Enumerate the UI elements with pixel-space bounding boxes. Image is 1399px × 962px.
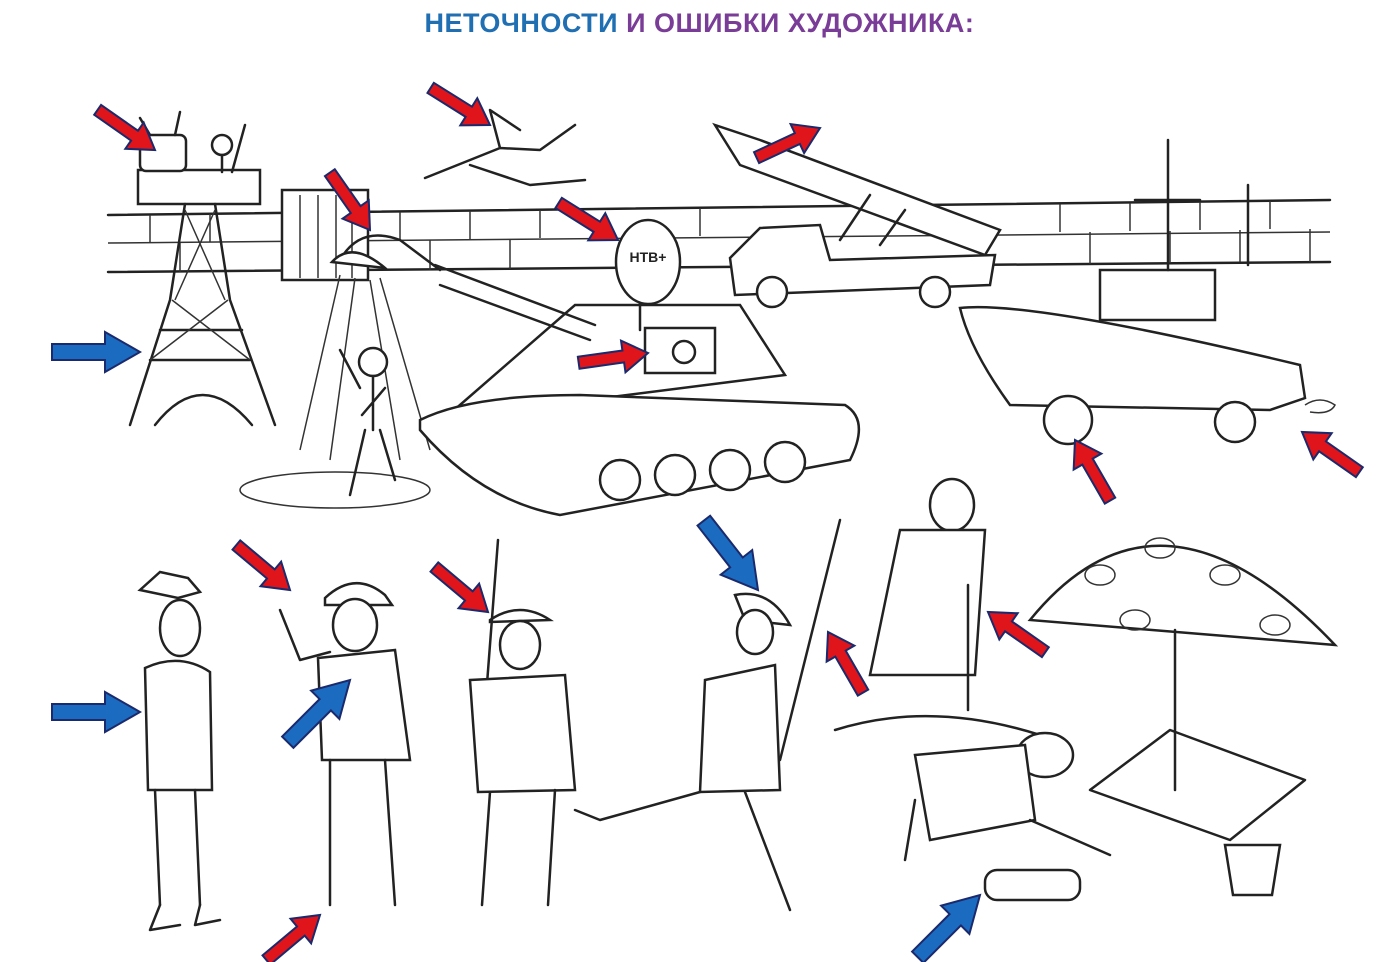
blue-arrow [280, 678, 352, 750]
red-arrow [261, 913, 322, 962]
satellite-dish: НТВ+ [614, 218, 682, 332]
blue-arrow [51, 690, 143, 734]
bird-plane [423, 108, 587, 187]
shower [239, 234, 442, 509]
tank-wheels [598, 440, 807, 502]
red-arrow [1300, 430, 1365, 479]
red-arrows [92, 81, 1365, 962]
title-part-1: НЕТОЧНОСТИ [424, 8, 619, 38]
blue-arrows [51, 330, 982, 962]
eiffel-tower [128, 168, 277, 427]
showering-boy [338, 346, 397, 497]
red-arrow [231, 538, 292, 592]
crawling-soldier [903, 731, 1112, 902]
bucket [1223, 843, 1282, 897]
blue-arrow [910, 893, 982, 962]
red-arrow [1072, 438, 1117, 505]
red-arrow [426, 81, 492, 127]
red-arrow [752, 122, 822, 165]
blue-arrow [51, 330, 143, 374]
red-arrow [986, 610, 1051, 659]
rocket-truck [712, 122, 1002, 309]
ship-on-wheels [958, 138, 1336, 446]
saluting-soldier [278, 581, 412, 907]
red-arrow [429, 560, 490, 614]
soldier-with-rifle [468, 538, 577, 907]
red-arrow [554, 196, 620, 242]
blue-arrow [696, 514, 760, 592]
soldier-in-sweater [137, 570, 222, 932]
red-arrow [576, 338, 650, 375]
red-arrow [323, 167, 372, 232]
mushroom-shade [1027, 537, 1339, 842]
tower-soldier [210, 123, 247, 174]
title-part-2: И ОШИБКИ ХУДОЖНИКА: [626, 8, 975, 38]
page-title: НЕТОЧНОСТИ И ОШИБКИ ХУДОЖНИКА: [0, 8, 1399, 39]
dish-label: НТВ+ [630, 249, 667, 265]
old-woman [833, 477, 1042, 737]
red-arrow [92, 103, 157, 152]
marching-soldier [573, 518, 842, 912]
red-arrow [825, 630, 870, 697]
